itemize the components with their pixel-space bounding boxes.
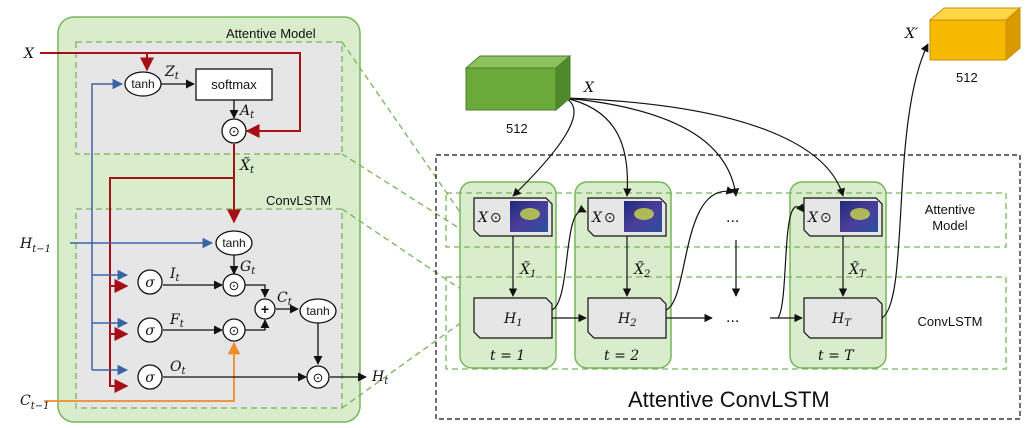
x-tilde-T: X̃T xyxy=(848,260,867,280)
attention-multiply-node: ⊙ xyxy=(221,118,247,144)
svg-text:HT: HT xyxy=(831,311,852,329)
svg-text:⊙: ⊙ xyxy=(229,323,240,338)
time-label-2: t = 2 xyxy=(604,348,639,364)
add-node-c: + xyxy=(254,298,276,320)
input-x-right-label: X xyxy=(583,80,595,96)
attentive-model-title: Attentive Model xyxy=(226,26,316,41)
tanh-node-attention: tanh xyxy=(124,71,162,97)
tanh-node-g: tanh xyxy=(215,230,253,256)
svg-text:X: X xyxy=(477,210,489,226)
svg-text:H1: H1 xyxy=(503,311,523,329)
right-panel: Attentive ConvLSTM Attentive Model ConvL… xyxy=(435,6,1022,420)
svg-text:tanh: tanh xyxy=(131,77,154,91)
softmax-node: softmax xyxy=(195,68,273,101)
output-feature-cube xyxy=(928,6,1022,62)
zoom-connector-lines xyxy=(341,41,463,409)
convlstm-title: ConvLSTM xyxy=(266,193,331,208)
row-attentive-label: Attentive xyxy=(925,202,976,217)
left-panel: Attentive Model ConvLSTM xyxy=(19,16,389,423)
attention-module-T: X ⊙ xyxy=(803,197,883,237)
row-convlstm-label: ConvLSTM xyxy=(917,314,982,329)
o-label: Ot xyxy=(170,359,186,377)
input-x-label: X xyxy=(23,46,35,62)
svg-text:σ: σ xyxy=(145,370,155,386)
input-h-prev-label: Ht−1 xyxy=(19,236,51,255)
svg-text:⊙: ⊙ xyxy=(604,209,616,225)
z-label: Zt xyxy=(164,64,180,82)
multiply-node-h: ⊙ xyxy=(306,365,330,389)
attention-module-1: X ⊙ xyxy=(473,197,553,237)
svg-text:⊙: ⊙ xyxy=(228,123,240,139)
svg-text:X: X xyxy=(591,210,603,226)
svg-text:⊙: ⊙ xyxy=(490,209,502,225)
svg-text:σ: σ xyxy=(145,323,155,339)
row-attentive-label-2: Model xyxy=(932,218,968,233)
input-cube-label: 512 xyxy=(506,121,528,136)
time-label-1: t = 1 xyxy=(490,348,525,364)
convlstm-row xyxy=(445,276,1007,370)
ellipsis-bottom: ... xyxy=(726,309,739,326)
sigma-node-f: σ xyxy=(137,317,163,343)
svg-text:tanh: tanh xyxy=(222,236,245,250)
sigma-node-o: σ xyxy=(137,364,163,390)
orange-signal-line xyxy=(44,341,241,402)
svg-text:⊙: ⊙ xyxy=(820,209,832,225)
svg-text:⊙: ⊙ xyxy=(313,370,324,385)
i-label: It xyxy=(169,266,181,284)
x-tilde-2: X̃2 xyxy=(633,260,650,280)
c-label: Ct xyxy=(277,290,293,308)
black-signal-lines xyxy=(161,79,367,382)
attention-module-2: X ⊙ xyxy=(587,197,667,237)
tanh-node-c: tanh xyxy=(299,298,337,324)
multiply-node-fc: ⊙ xyxy=(222,318,246,342)
svg-text:softmax: softmax xyxy=(211,77,257,92)
input-feature-cube xyxy=(464,54,572,112)
blue-signal-lines xyxy=(70,78,214,376)
convlstm-module-1: H1 xyxy=(473,297,553,339)
x-tilde-1: X̃1 xyxy=(519,260,536,280)
convlstm-module-T: HT xyxy=(803,297,883,339)
attentive-convlstm-title: Attentive ConvLSTM xyxy=(628,387,830,412)
step-arrows xyxy=(508,43,929,323)
svg-text:tanh: tanh xyxy=(306,304,329,318)
svg-text:H2: H2 xyxy=(617,311,637,329)
h-output-label: Ht xyxy=(371,369,389,387)
svg-text:⊙: ⊙ xyxy=(229,278,240,293)
red-signal-lines xyxy=(40,52,301,393)
sigma-node-i: σ xyxy=(137,269,163,295)
input-c-prev-label: Ct−1 xyxy=(20,393,49,412)
g-label: Gt xyxy=(240,259,256,277)
ellipsis-top: ... xyxy=(726,209,739,226)
attentive-convlstm-frame xyxy=(435,154,1021,420)
svg-text:X: X xyxy=(807,210,819,226)
output-x-prime-label: X′ xyxy=(904,26,919,42)
a-label: At xyxy=(238,103,255,121)
f-label: Ft xyxy=(169,312,185,330)
svg-text:+: + xyxy=(261,301,269,317)
multiply-node-ig: ⊙ xyxy=(222,273,246,297)
output-cube-label: 512 xyxy=(956,70,978,85)
convlstm-module-2: H2 xyxy=(587,297,667,339)
x-tilde-label: X̃t xyxy=(239,156,255,176)
svg-text:σ: σ xyxy=(145,275,155,291)
time-label-T: t = T xyxy=(818,348,855,364)
